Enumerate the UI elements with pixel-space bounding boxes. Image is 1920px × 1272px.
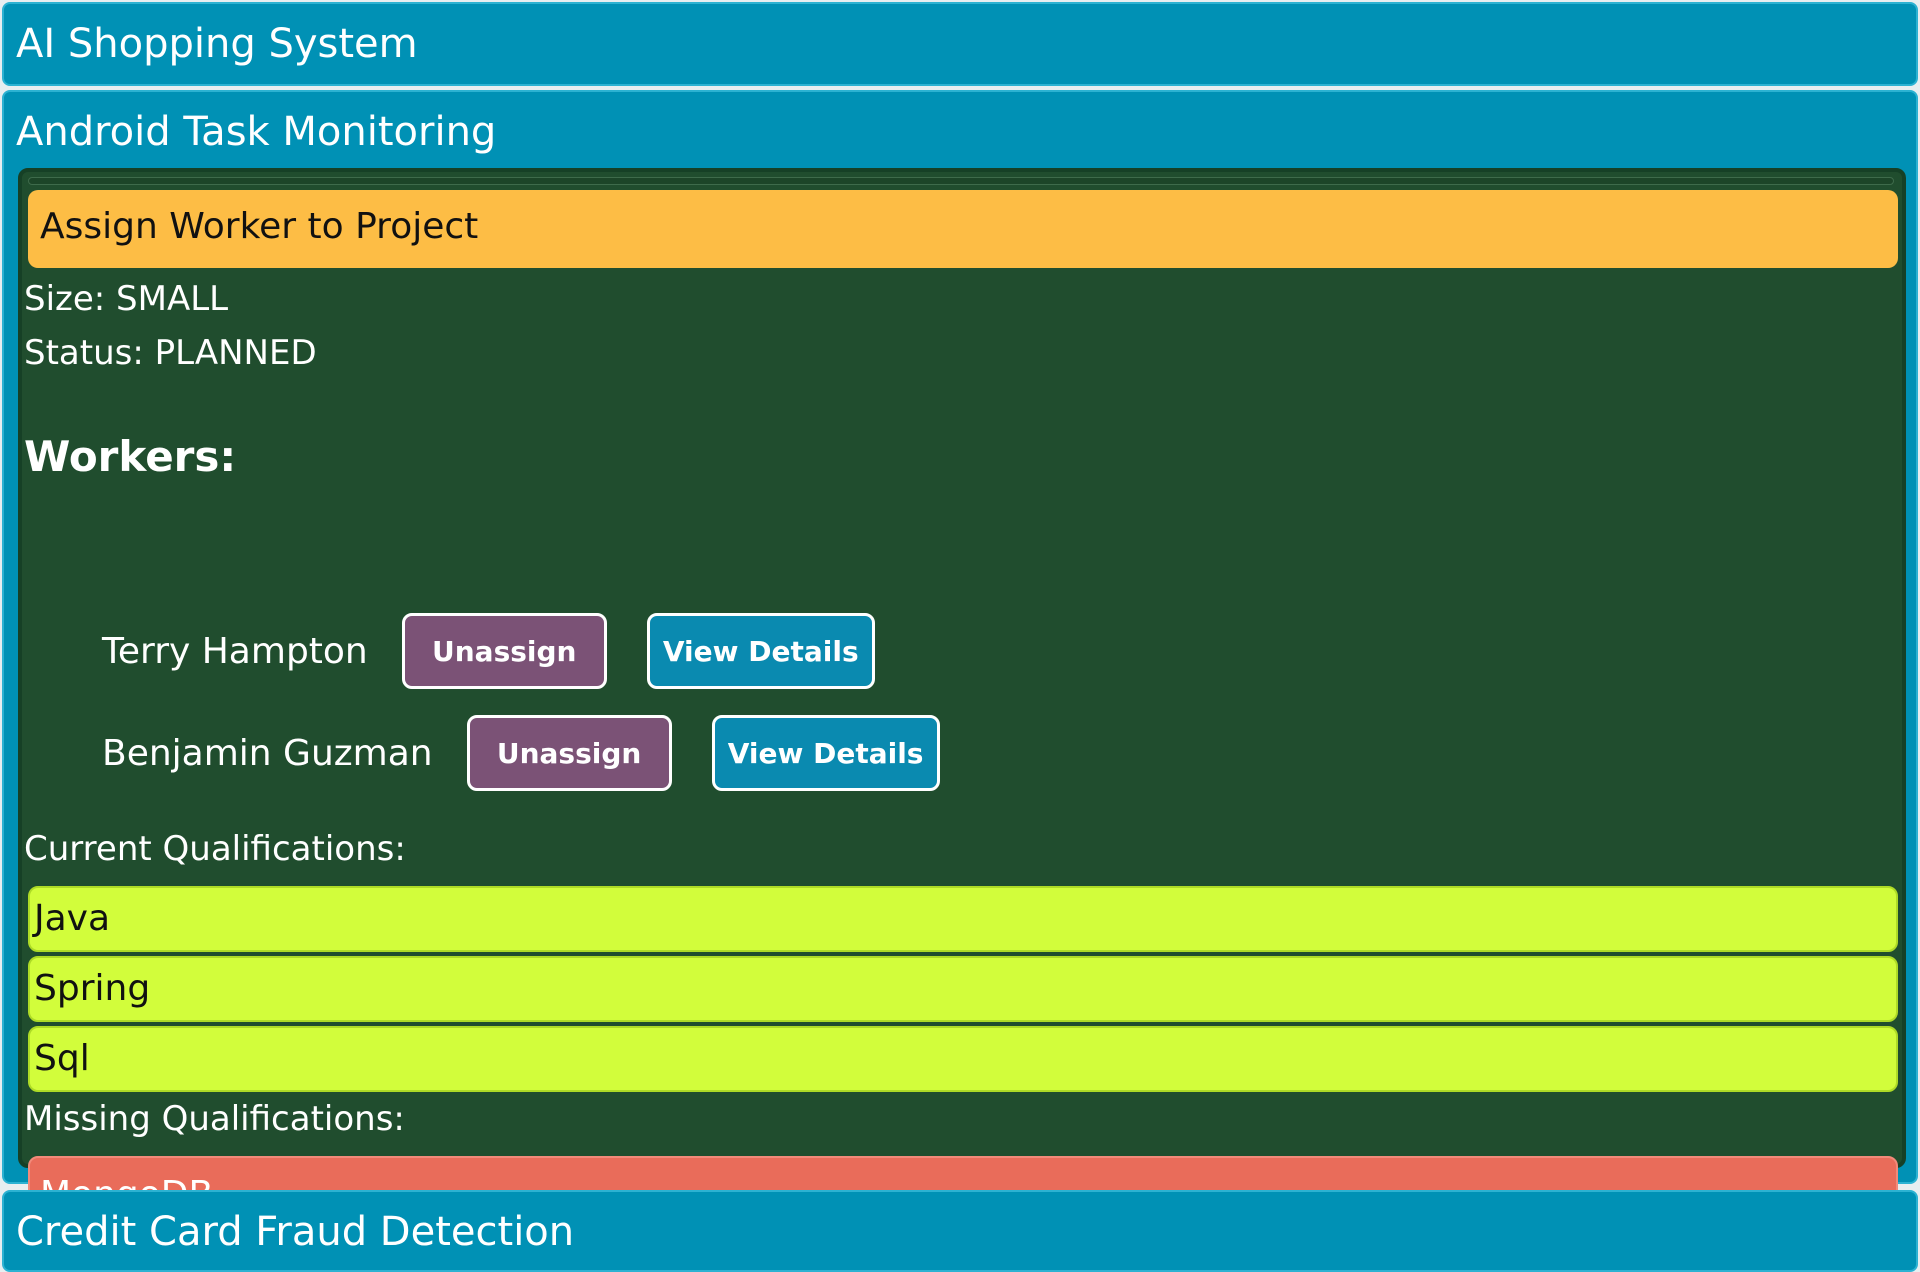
qualification-label: Sql	[34, 1038, 90, 1079]
project-title: AI Shopping System	[16, 21, 418, 67]
qualification-label: Java	[34, 898, 111, 939]
qualification-item: Sql	[28, 1026, 1898, 1092]
project-ai-shopping-system[interactable]: AI Shopping System	[2, 2, 1918, 86]
project-title: Credit Card Fraud Detection	[16, 1209, 575, 1255]
worker-name: Terry Hampton	[102, 630, 368, 672]
project-credit-card-fraud-detection[interactable]: Credit Card Fraud Detection	[2, 1190, 1918, 1272]
project-title: Android Task Monitoring	[16, 109, 497, 155]
task-title-bar[interactable]: Assign Worker to Project	[28, 190, 1898, 268]
view-details-button[interactable]: View Details	[646, 613, 875, 689]
task-panel: Assign Worker to Project Size: SMALL Sta…	[18, 168, 1906, 1234]
qualification-label: Spring	[34, 968, 151, 1009]
worker-name: Benjamin Guzman	[102, 732, 433, 774]
current-qualifications-label: Current Qualifications:	[24, 829, 406, 869]
task-size: Size: SMALL	[24, 279, 229, 319]
unassign-button[interactable]: Unassign	[401, 613, 607, 689]
unassign-button[interactable]: Unassign	[466, 715, 672, 791]
qualification-item: Java	[28, 886, 1898, 952]
worker-row: Terry Hampton Unassign View Details	[102, 612, 875, 690]
worker-row: Benjamin Guzman Unassign View Details	[102, 714, 940, 792]
view-details-button[interactable]: View Details	[711, 715, 940, 791]
panel-divider	[28, 177, 1894, 185]
qualification-item: Spring	[28, 956, 1898, 1022]
missing-qualifications-label: Missing Qualifications:	[24, 1099, 405, 1139]
task-status: Status: PLANNED	[24, 333, 317, 373]
workers-heading: Workers:	[24, 432, 237, 481]
project-android-task-monitoring[interactable]: Android Task Monitoring Assign Worker to…	[2, 90, 1918, 1234]
task-title: Assign Worker to Project	[40, 206, 479, 247]
